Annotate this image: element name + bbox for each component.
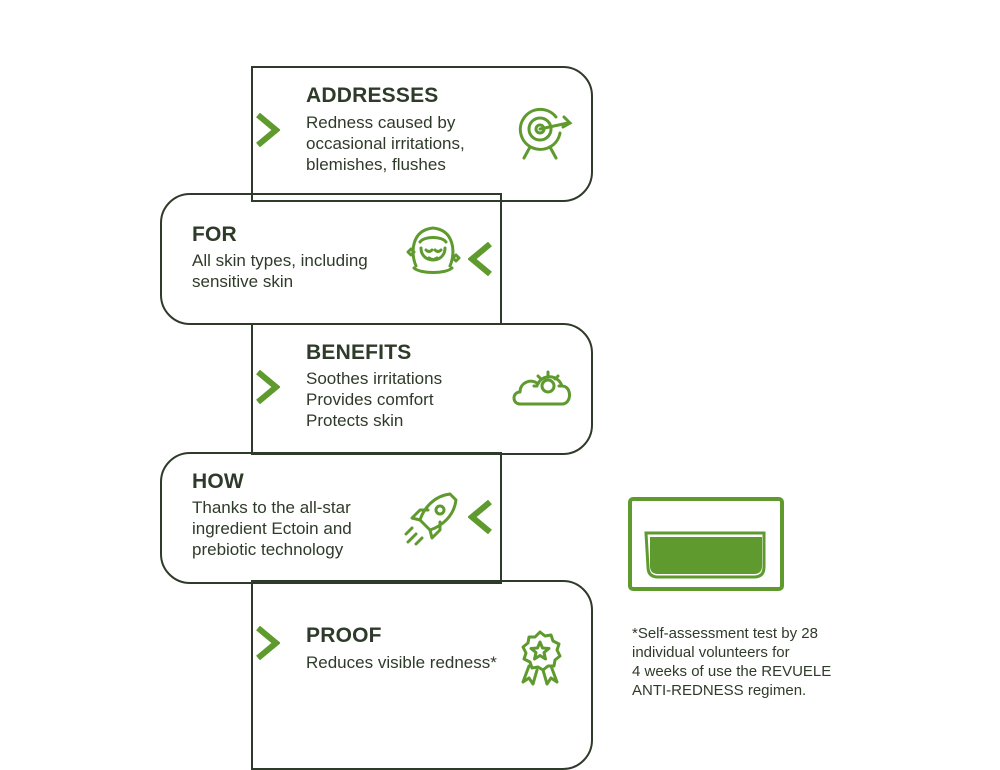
chevron-right-icon bbox=[256, 113, 280, 147]
target-icon bbox=[518, 107, 573, 160]
chevron-right-icon bbox=[256, 370, 280, 404]
badge-star-icon bbox=[521, 630, 562, 686]
step-description: All skin types, including sensitive skin bbox=[192, 251, 368, 291]
chevron-left-icon bbox=[468, 500, 492, 534]
step-title: ADDRESSES bbox=[306, 84, 439, 107]
step-benefits-box bbox=[251, 323, 593, 455]
chevron-left-icon bbox=[468, 242, 492, 276]
step-description: Reduces visible redness* bbox=[306, 653, 497, 672]
step-description: Soothes irritations Provides comfort Pro… bbox=[306, 369, 443, 430]
step-title: FOR bbox=[192, 223, 237, 246]
step-addresses-box bbox=[251, 66, 593, 202]
step-title: HOW bbox=[192, 470, 244, 493]
face-icon bbox=[406, 226, 461, 274]
cloud-sun-icon bbox=[512, 370, 571, 406]
footnote: *Self-assessment test by 28 individual v… bbox=[632, 625, 832, 699]
step-description: Redness caused by occasional irritations… bbox=[306, 113, 465, 174]
rocket-icon bbox=[404, 492, 458, 546]
step-title: PROOF bbox=[306, 624, 382, 647]
step-description: Thanks to the all-star ingredient Ectoin… bbox=[192, 498, 352, 559]
step-how-box bbox=[160, 452, 502, 584]
jar-icon bbox=[628, 497, 784, 591]
chevron-right-icon bbox=[256, 626, 280, 660]
step-title: BENEFITS bbox=[306, 341, 412, 364]
